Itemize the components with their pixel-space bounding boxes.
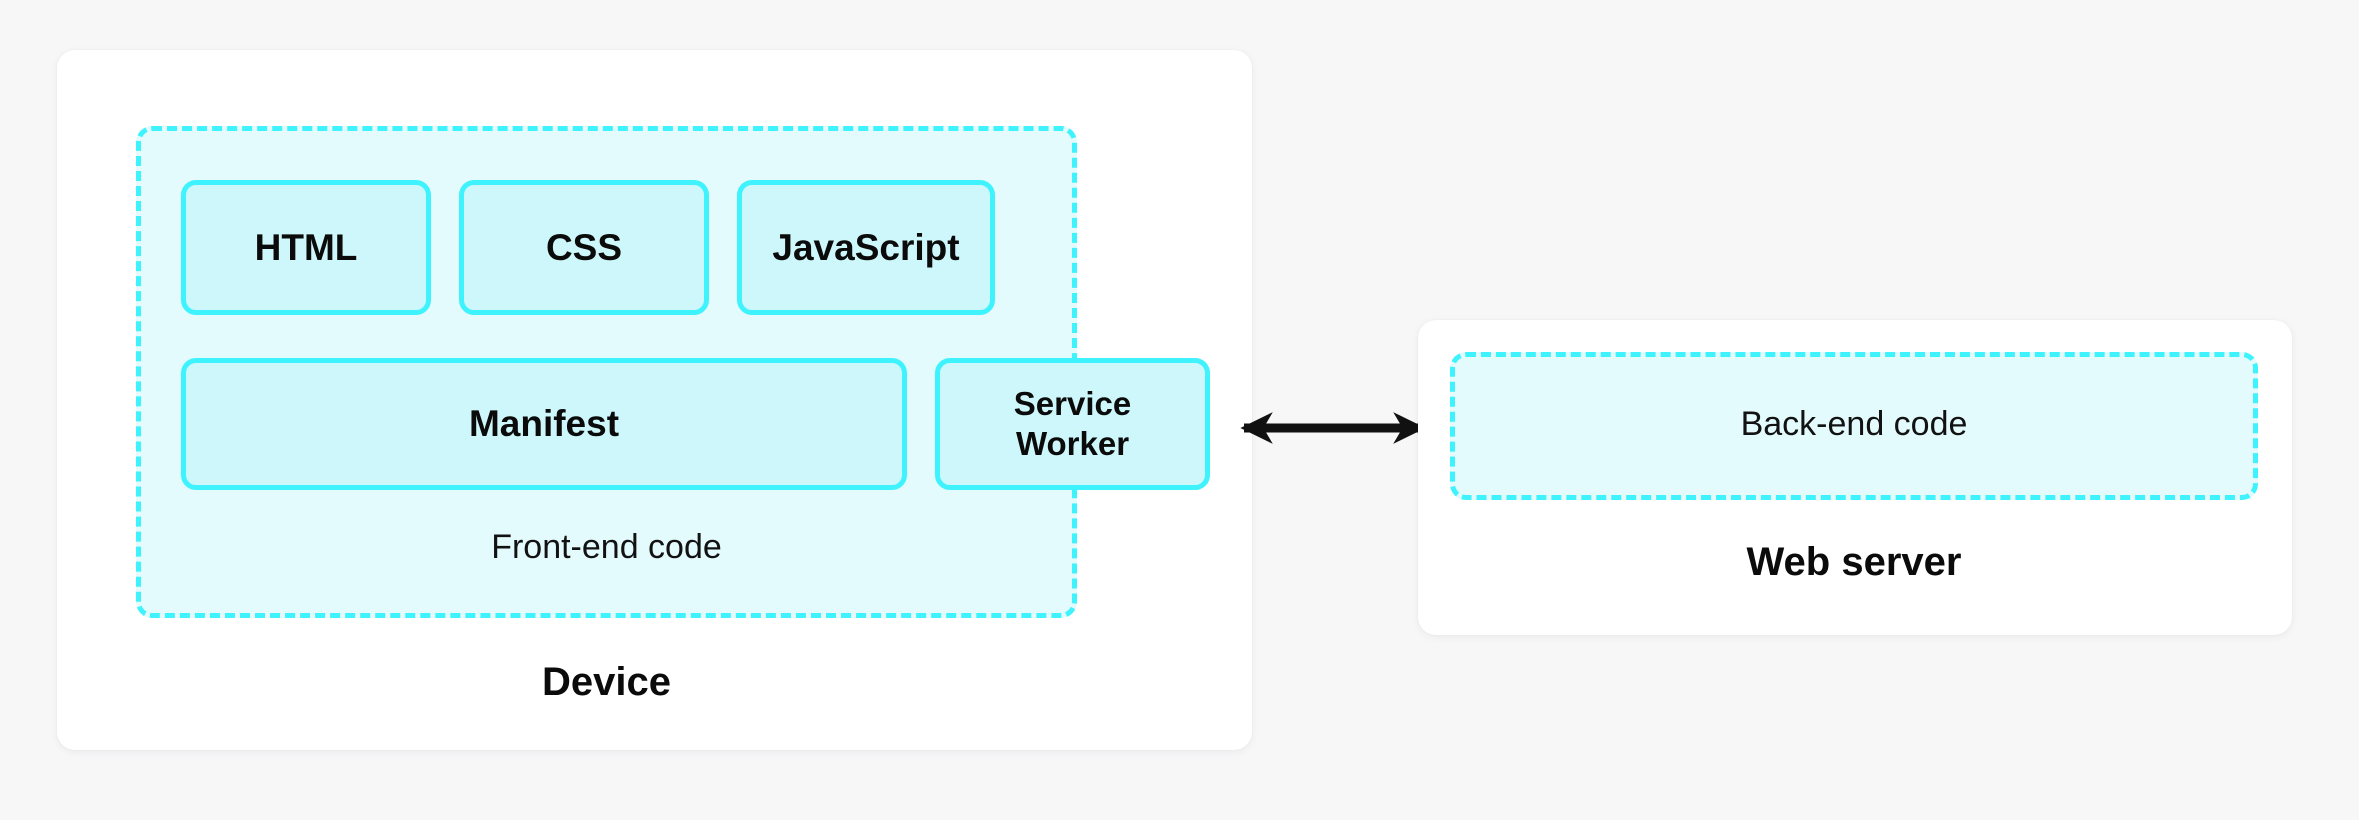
component-javascript-label: JavaScript [772, 226, 960, 268]
web-server-caption: Web server [1746, 540, 1962, 584]
backend-code-region [1450, 352, 2258, 500]
component-service-worker-label: Service Worker [1014, 384, 1131, 463]
component-manifest[interactable]: Manifest [181, 358, 907, 490]
frontend-code-caption: Front-end code [491, 528, 722, 566]
backend-code-caption: Back-end code [1740, 405, 1968, 443]
component-manifest-label: Manifest [468, 403, 620, 445]
component-css[interactable]: CSS [459, 180, 709, 315]
component-html-label: HTML [254, 226, 358, 268]
component-html[interactable]: HTML [181, 180, 431, 315]
component-javascript[interactable]: JavaScript [737, 180, 995, 315]
device-caption: Device [542, 660, 671, 704]
double-headed-arrow-icon [1240, 412, 1426, 444]
component-service-worker-label-line2: Worker [1015, 425, 1130, 462]
component-service-worker-label-line1: Service [1013, 385, 1132, 423]
component-css-label: CSS [545, 226, 623, 268]
component-service-worker[interactable]: Service Worker [935, 358, 1210, 490]
